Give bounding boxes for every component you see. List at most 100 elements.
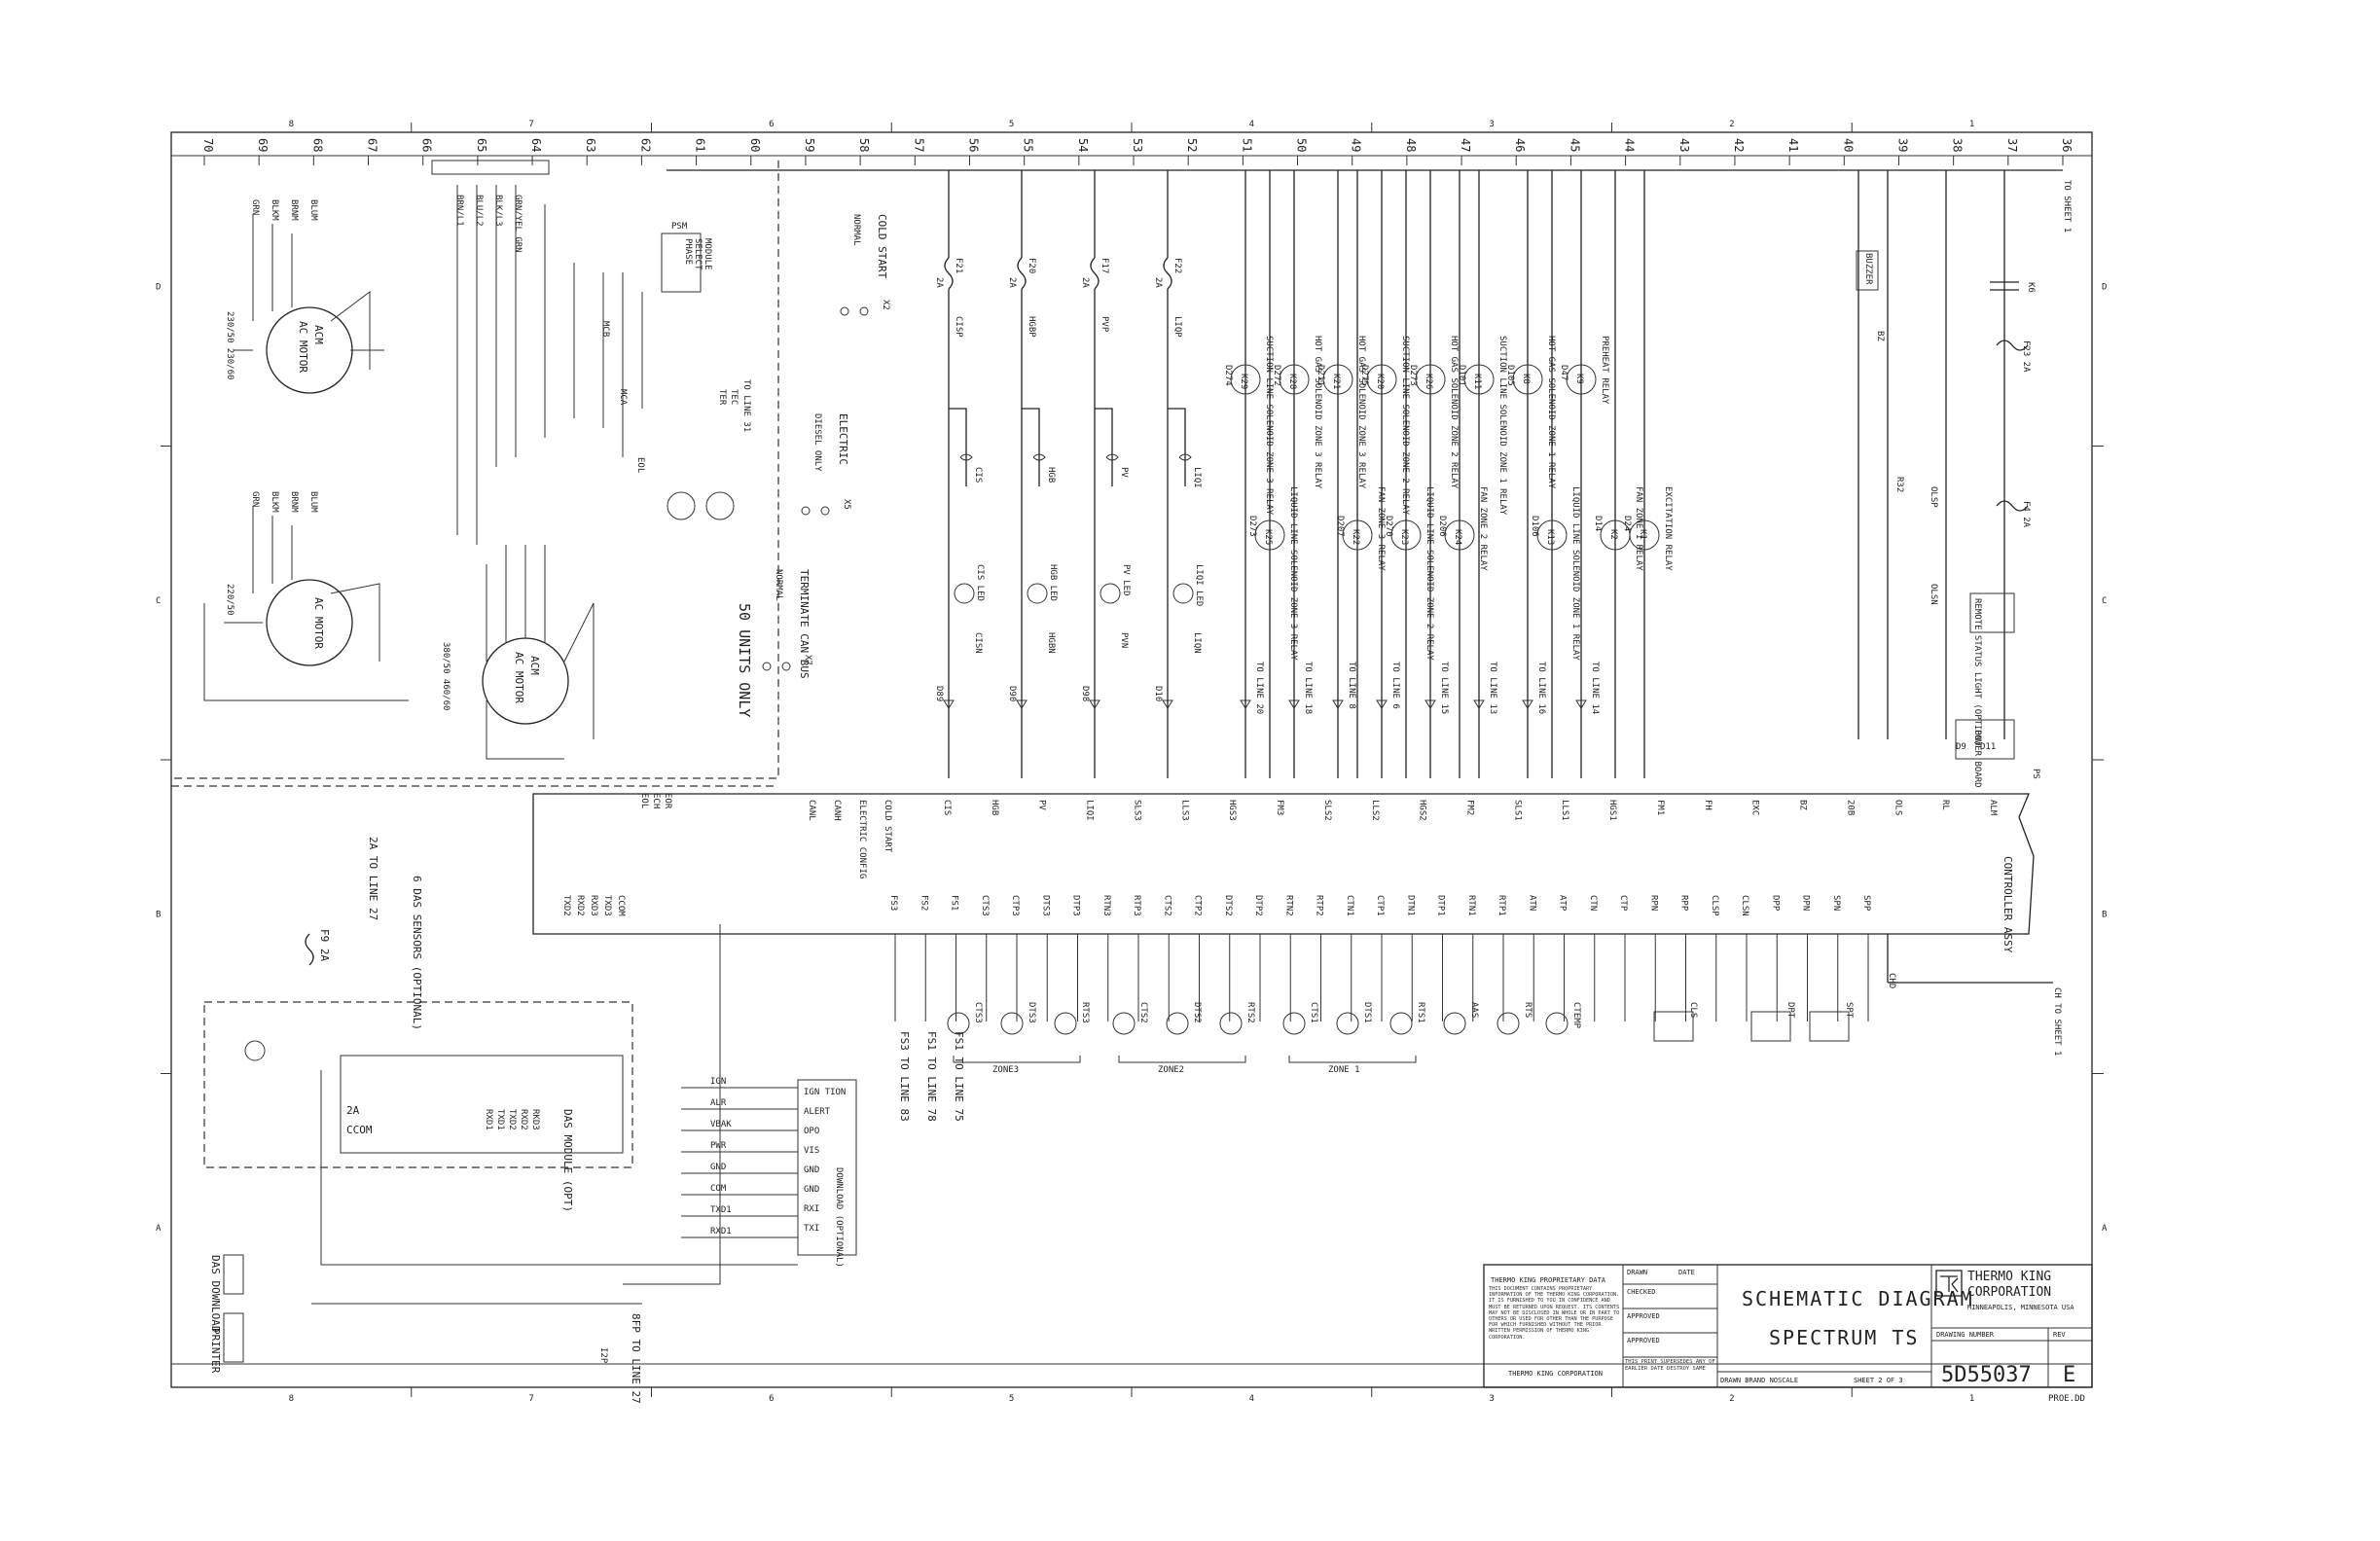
power-board-label: POWER BOARD xyxy=(1972,730,1982,788)
relay-k28 xyxy=(1279,364,1310,395)
zone-label-2: ZONE 1 xyxy=(1328,1065,1360,1075)
diode-d98 xyxy=(1089,699,1100,709)
das-wire-7: RXD1 xyxy=(710,1227,732,1236)
relay-line-6: TO LINE 16 xyxy=(1536,662,1546,714)
valve-led-label-3: LIQI LED xyxy=(1194,564,1204,606)
sensor-label-10: RTS xyxy=(1523,1002,1533,1018)
motor-sub-0: AC MOTOR xyxy=(297,321,309,373)
line-number-57: 57 xyxy=(912,138,925,152)
das-port-3: VIS xyxy=(804,1146,819,1156)
sensor-label-1: DTS3 xyxy=(1027,1002,1036,1023)
bus-output-lls2: LLS2 xyxy=(1370,800,1380,821)
sensor-dts1 xyxy=(1336,1012,1359,1035)
das-module-box xyxy=(340,1055,624,1154)
phase-select-module xyxy=(661,233,702,293)
company-name: THERMO KING xyxy=(1967,1270,2051,1284)
relay-ref-0: K29 xyxy=(1239,374,1248,389)
to-sheet-1-ch: CH TO SHEET 1 xyxy=(2052,987,2062,1056)
sensor-label-6: CTS1 xyxy=(1309,1002,1318,1023)
zone-top-6: 6 xyxy=(769,120,774,129)
valve-coil-label-1: HGB xyxy=(1046,467,1056,483)
sensor-pin-ctp3: CTP3 xyxy=(1010,895,1020,916)
motor-wire-top-2: BRNM xyxy=(289,199,299,221)
date-label: DATE xyxy=(1678,1269,1695,1276)
das-top-pin-2: RXD3 xyxy=(589,895,598,916)
line-number-38: 38 xyxy=(1951,138,1965,152)
fuse-signal-3: LIQP xyxy=(1172,316,1182,338)
line-number-53: 53 xyxy=(1131,138,1144,152)
row-right-B: B xyxy=(2102,910,2107,919)
fs-line-2: FS1 TO LINE 75 xyxy=(953,1031,965,1122)
relay-line-1: TO LINE 18 xyxy=(1303,662,1313,714)
relay-lower-ref-1: K22 xyxy=(1351,529,1360,545)
fuse-signal-1: HGBP xyxy=(1027,316,1036,338)
power-board xyxy=(1955,719,2015,760)
led-0 xyxy=(954,583,975,604)
relay-name-3: SUCTION LINE SOLENOID ZONE 2 RELAY xyxy=(1400,336,1410,516)
psm-pin-1: TEC xyxy=(729,389,739,405)
das-left-pin-2: TXD2 xyxy=(507,1109,517,1130)
sensor-pin-ctp: CTP xyxy=(1618,895,1628,912)
zone-bottom-7: 7 xyxy=(528,1394,533,1404)
zone-bottom-6: 6 xyxy=(769,1394,774,1404)
sensor-pin-rtp2: RTP2 xyxy=(1315,895,1324,916)
sensor-pin-dtn1: DTN1 xyxy=(1405,895,1415,916)
valve-led-label-1: HGB LED xyxy=(1048,564,1058,601)
bus-output-fh: FH xyxy=(1703,800,1713,810)
mca-coil xyxy=(667,491,696,520)
bus-output-pv: PV xyxy=(1037,800,1047,810)
das-wire-4: GND xyxy=(710,1163,726,1172)
chd-label: CHD xyxy=(1887,973,1896,988)
sensor-label-9: AAS xyxy=(1469,1002,1479,1018)
relay-ref-7: K9 xyxy=(1574,374,1584,384)
relay-name-6: HOT GAS SOLENOID ZONE 1 RELAY xyxy=(1546,336,1556,489)
sensor-pin-dts2: DTS2 xyxy=(1223,895,1233,916)
relay-diode-1: D272 xyxy=(1272,365,1281,386)
bus-output-fm1: FM1 xyxy=(1655,800,1665,815)
psm-line-2: MODULE xyxy=(703,238,712,270)
relay-lower-name-2: LIQUID LINE SOLENOID ZONE 2 RELAY xyxy=(1424,486,1434,661)
relay-name-1: HOT GAS SOLENOID ZONE 3 RELAY xyxy=(1313,336,1322,489)
das-fuse-label: F9 2A xyxy=(318,929,331,961)
sensor-label-7: DTS1 xyxy=(1362,1002,1372,1023)
line-number-45: 45 xyxy=(1568,138,1581,152)
olsp-label: OLSP xyxy=(1929,486,1938,508)
buzzer-label: BUZZER xyxy=(1863,253,1873,285)
jumper-sub-0: NORMAL xyxy=(851,214,861,246)
sensor-pin-dpn: DPN xyxy=(1801,895,1811,911)
approved-label-2: APPROVED xyxy=(1627,1337,1660,1344)
sensor-pin-ctp2: CTP2 xyxy=(1193,895,1203,916)
line-number-43: 43 xyxy=(1677,138,1691,152)
zone-top-8: 8 xyxy=(289,120,294,129)
das-port-7: TXI xyxy=(804,1224,819,1234)
sensor-pin-rtn1: RTN1 xyxy=(1466,895,1476,916)
company-city: MINNEAPOLIS, MINNESOTA USA xyxy=(1967,1304,2074,1311)
sensor-pin-dtp3: DTP3 xyxy=(1071,895,1081,916)
bus-output-cis: CIS xyxy=(942,800,952,815)
sensor-aas xyxy=(1443,1012,1466,1035)
relay-diode-3: D275 xyxy=(1359,365,1369,386)
fuse-f17 xyxy=(1090,257,1100,290)
relay-line-2: TO LINE 8 xyxy=(1347,662,1356,709)
relay-lower-k24 xyxy=(1444,520,1475,551)
valve-coil-label-2: PV xyxy=(1119,467,1129,478)
valve-bottom-label-1: HGBN xyxy=(1046,632,1056,654)
drawing-frame xyxy=(170,131,2093,1388)
fuse-f23 xyxy=(1996,340,2029,351)
line-number-55: 55 xyxy=(1022,138,1035,152)
relay-diode-7: D47 xyxy=(1559,365,1569,380)
sensor-label-4: DTS2 xyxy=(1192,1002,1202,1023)
das-connector xyxy=(244,1040,266,1061)
relay-lower-k13 xyxy=(1536,520,1568,551)
valve-diode-label-1: D90 xyxy=(1007,686,1017,701)
das-port-0: IGN TION xyxy=(804,1088,846,1097)
wire-label-2: BLK/L3 xyxy=(493,195,503,227)
zone-top-7: 7 xyxy=(528,120,533,129)
motor-wire-top-1: BLKM xyxy=(270,199,279,221)
motor-wire-mid-2: BRNM xyxy=(289,491,299,513)
jumper-sub-1: DIESEL ONLY xyxy=(812,413,822,472)
relay-name-2: HOT GAS SOLENOID ZONE 3 RELAY xyxy=(1356,336,1366,489)
bus-output-ols: OLS xyxy=(1893,800,1902,815)
bus-eol-2: EOR xyxy=(663,793,672,809)
